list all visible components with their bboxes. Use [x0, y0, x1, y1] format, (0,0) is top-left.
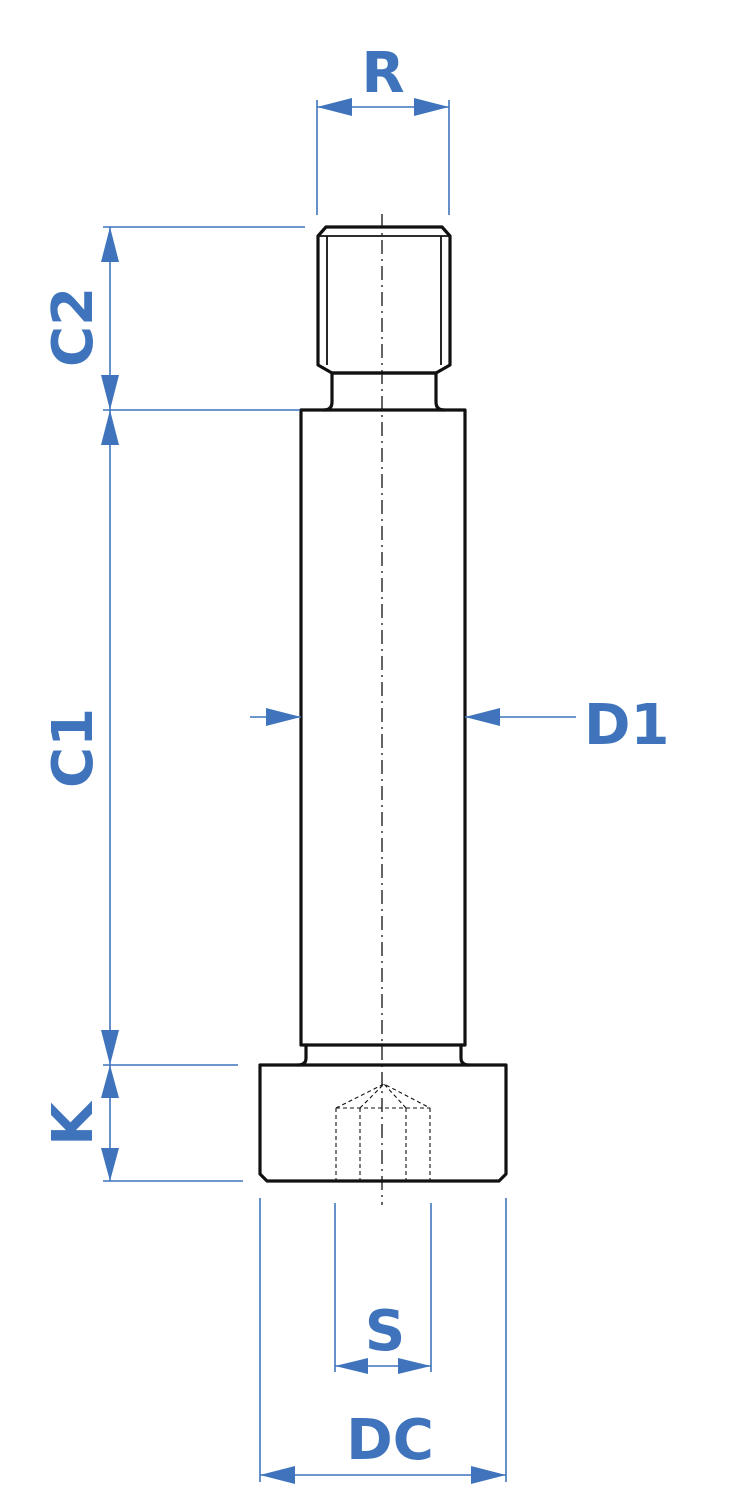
label-d1: D1 — [584, 693, 669, 758]
dimension-c1: C1 — [41, 410, 119, 1065]
screw-outline — [258, 214, 508, 1205]
dimension-c2: C2 — [41, 226, 305, 411]
label-s: S — [365, 1299, 405, 1364]
dimensions: R C2 C1 K — [41, 41, 669, 1484]
hex-socket-hidden-lines — [335, 1083, 431, 1181]
label-k: K — [41, 1100, 106, 1146]
dimension-dc: DC — [259, 1198, 507, 1484]
label-r: R — [361, 41, 404, 106]
screw-head — [258, 1063, 508, 1183]
thread-neck — [322, 371, 446, 412]
dimension-d1: D1 — [250, 693, 669, 758]
thread-section — [316, 225, 452, 375]
dimension-r: R — [316, 41, 450, 215]
dimension-s: S — [334, 1203, 432, 1374]
label-c1: C1 — [41, 708, 106, 788]
shoulder-body — [299, 408, 467, 1047]
label-dc: DC — [346, 1408, 434, 1473]
dimension-k: K — [41, 1064, 243, 1182]
label-c2: C2 — [41, 287, 106, 367]
shoulder-undercut — [296, 1043, 471, 1067]
